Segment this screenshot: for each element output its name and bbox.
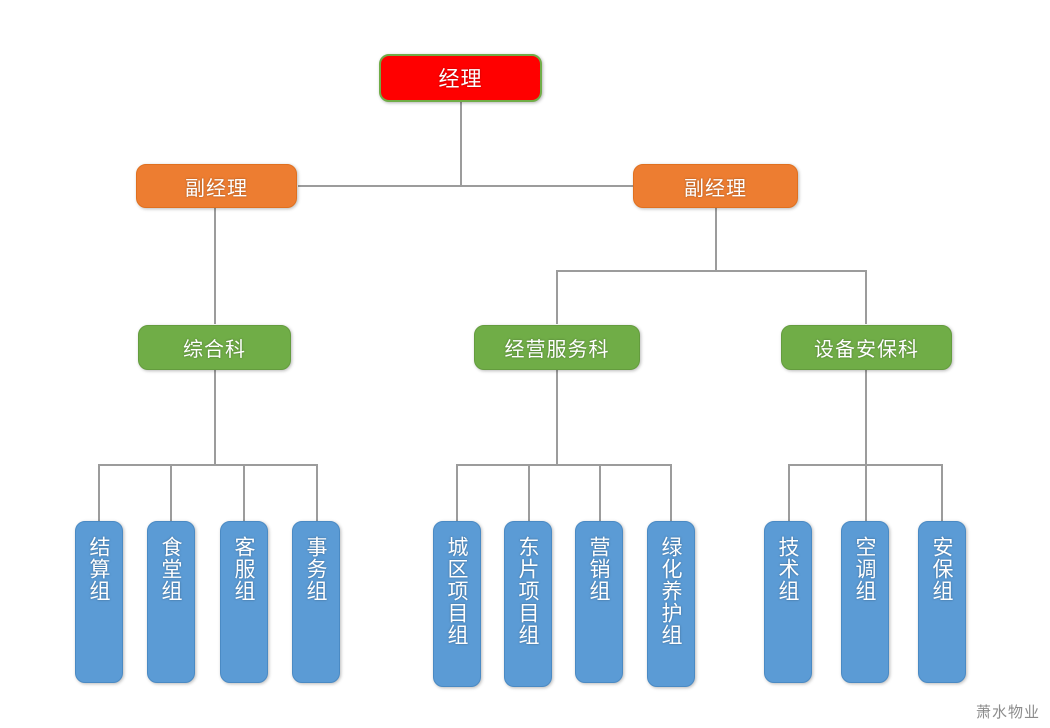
connector-general-drop-3 bbox=[243, 464, 245, 522]
node-group-urban-project[interactable]: 城区项目组 bbox=[433, 521, 481, 687]
connector-equipment-stem bbox=[865, 370, 867, 465]
connector-deputy-left-stem bbox=[214, 208, 216, 324]
connector-business-drop-2 bbox=[528, 464, 530, 522]
node-group-customer-service[interactable]: 客服组 bbox=[220, 521, 268, 683]
node-section-equipment-security[interactable]: 设备安保科 bbox=[781, 325, 952, 370]
connector-equipment-drop-2 bbox=[865, 464, 867, 522]
node-section-business-service[interactable]: 经营服务科 bbox=[474, 325, 640, 370]
node-group-technical[interactable]: 技术组 bbox=[764, 521, 812, 683]
node-manager[interactable]: 经理 bbox=[379, 54, 542, 102]
connector-business-drop-4 bbox=[670, 464, 672, 522]
connector-section-business-drop bbox=[556, 270, 558, 324]
watermark-label: 萧水物业 bbox=[975, 703, 1040, 721]
connector-general-drop-4 bbox=[316, 464, 318, 522]
connector-general-bus bbox=[98, 464, 318, 466]
connector-business-drop-3 bbox=[599, 464, 601, 522]
connector-deputy-bus bbox=[298, 185, 716, 187]
node-section-general-affairs[interactable]: 综合科 bbox=[138, 325, 291, 370]
node-group-landscaping-maintenance[interactable]: 绿化养护组 bbox=[647, 521, 695, 687]
node-group-marketing[interactable]: 营销组 bbox=[575, 521, 623, 683]
node-deputy-manager-left[interactable]: 副经理 bbox=[136, 164, 297, 208]
connector-equipment-drop-3 bbox=[941, 464, 943, 522]
connector-general-drop-2 bbox=[170, 464, 172, 522]
node-group-canteen[interactable]: 食堂组 bbox=[147, 521, 195, 683]
connector-general-stem bbox=[214, 370, 216, 465]
connector-general-drop-1 bbox=[98, 464, 100, 522]
node-group-settlement[interactable]: 结算组 bbox=[75, 521, 123, 683]
connector-manager-stem bbox=[460, 102, 462, 186]
node-group-air-conditioning[interactable]: 空调组 bbox=[841, 521, 889, 683]
connector-business-drop-1 bbox=[456, 464, 458, 522]
connector-section-equipment-drop bbox=[865, 270, 867, 324]
node-deputy-manager-right[interactable]: 副经理 bbox=[633, 164, 798, 208]
node-group-east-district-project[interactable]: 东片项目组 bbox=[504, 521, 552, 687]
connector-deputy-right-stem bbox=[715, 208, 717, 272]
connector-section-bus bbox=[556, 270, 867, 272]
connector-business-stem bbox=[556, 370, 558, 465]
connector-equipment-drop-1 bbox=[788, 464, 790, 522]
connector-business-bus bbox=[456, 464, 671, 466]
node-group-security[interactable]: 安保组 bbox=[918, 521, 966, 683]
node-group-affairs[interactable]: 事务组 bbox=[292, 521, 340, 683]
